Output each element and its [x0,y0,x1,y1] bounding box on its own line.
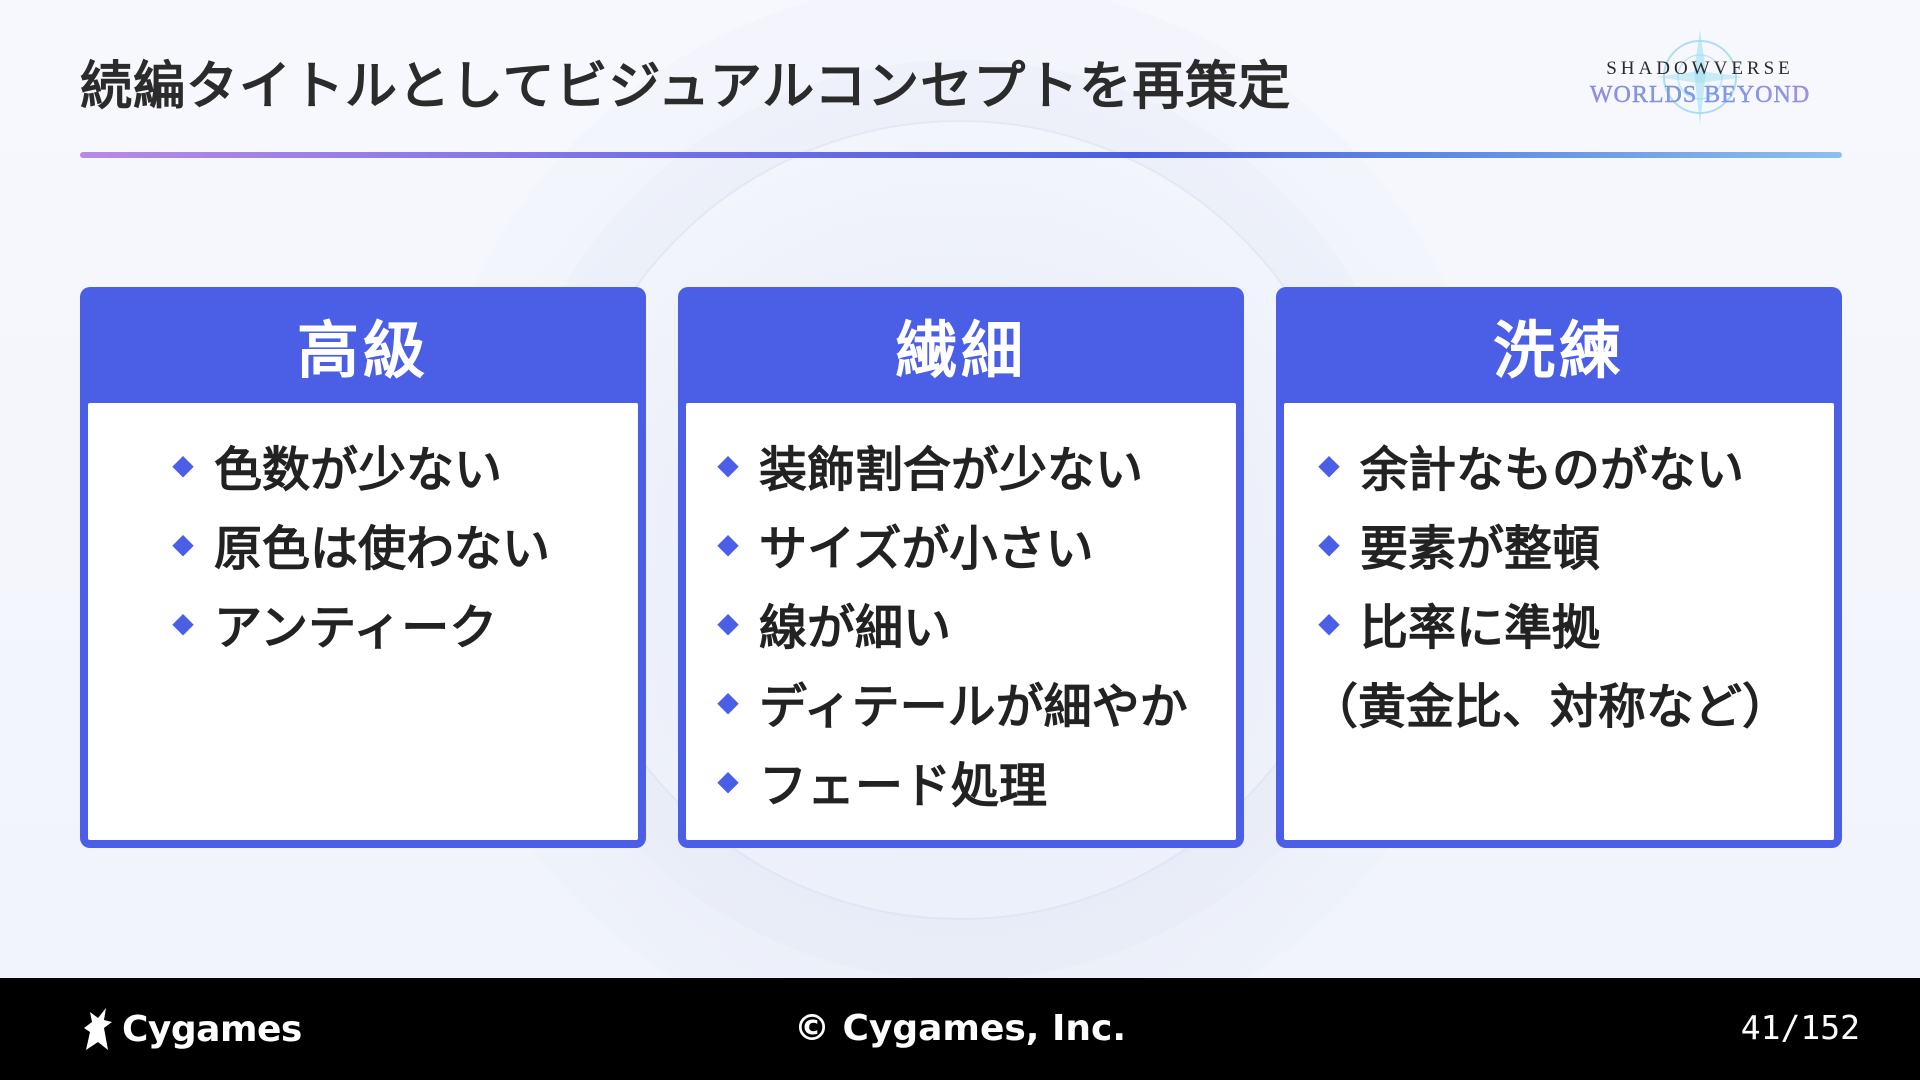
card-delicate: 繊細 ◆ 装飾割合が少ない ◆ サイズが小さい ◆ 線が細い ◆ ディテールが細… [678,287,1244,848]
list-item-text: 余計なものがない [1360,441,1745,498]
footer-bar: Cygames © Cygames, Inc. 41/152 [0,978,1920,1080]
diamond-bullet-icon: ◆ [172,606,194,639]
list-item-text: 比率に準拠 [1360,599,1601,656]
page-title: 続編タイトルとしてビジュアルコンセプトを再策定 [80,57,1292,117]
list-item: ◆ アンティーク [168,583,638,662]
diamond-bullet-icon: ◆ [717,764,739,797]
card-refined: 洗練 ◆ 余計なものがない ◆ 要素が整頓 ◆ 比率に準拠 （黄金比、対称など） [1276,287,1842,848]
list-item: ◆ ディテールが細やか [713,662,1236,741]
card-heading: 洗練 [1492,314,1625,387]
card-luxury: 高級 ◆ 色数が少ない ◆ 原色は使わない ◆ アンティーク [80,287,646,848]
diamond-bullet-icon: ◆ [1318,448,1340,481]
card-body: ◆ 余計なものがない ◆ 要素が整頓 ◆ 比率に準拠 （黄金比、対称など） [1284,403,1834,840]
card-body: ◆ 装飾割合が少ない ◆ サイズが小さい ◆ 線が細い ◆ ディテールが細やか … [686,403,1236,840]
cygames-mark-icon [84,1008,112,1050]
card-heading: 繊細 [894,314,1027,387]
list-item: ◆ 装飾割合が少ない [713,425,1236,504]
list-item: ◆ 色数が少ない [168,425,638,504]
page-number: 41/152 [1740,1008,1860,1047]
list-item-text: 線が細い [759,599,952,656]
slide: 続編タイトルとしてビジュアルコンセプトを再策定 SHADOWVERSE WORL… [0,0,1920,978]
card-heading: 高級 [296,314,429,387]
title-divider [80,152,1842,158]
brand-name: Cygames [122,1008,302,1050]
list-item: ◆ 要素が整頓 [1314,504,1834,583]
list-item-text: 色数が少ない [214,441,503,498]
list-note: （黄金比、対称など） [1310,678,1791,735]
diamond-bullet-icon: ◆ [172,448,194,481]
diamond-bullet-icon: ◆ [1318,606,1340,639]
list-item-text: アンティーク [214,599,498,656]
logo-line1: SHADOWVERSE [1606,58,1794,79]
list-item-text: サイズが小さい [759,520,1094,577]
card-body: ◆ 色数が少ない ◆ 原色は使わない ◆ アンティーク [88,403,638,840]
cygames-logo: Cygames [80,1006,302,1052]
list-item-text: ディテールが細やか [759,678,1188,735]
diamond-bullet-icon: ◆ [717,527,739,560]
list-item: ◆ サイズが小さい [713,504,1236,583]
list-item-text: 要素が整頓 [1360,520,1601,577]
list-item-text: フェード処理 [759,757,1048,814]
shadowverse-logo: SHADOWVERSE WORLDS BEYOND [1560,22,1840,132]
list-item: ◆ フェード処理 [713,741,1236,820]
diamond-bullet-icon: ◆ [717,606,739,639]
list-item: ◆ 原色は使わない [168,504,638,583]
list-item: ◆ 線が細い [713,583,1236,662]
list-item: ◆ 余計なものがない [1314,425,1834,504]
diamond-bullet-icon: ◆ [1318,527,1340,560]
logo-line2: WORLDS BEYOND [1590,82,1810,108]
diamond-bullet-icon: ◆ [717,685,739,718]
list-item: ◆ 比率に準拠 [1314,583,1834,662]
diamond-bullet-icon: ◆ [717,448,739,481]
list-item-text: 装飾割合が少ない [759,441,1144,498]
list-item-text: 原色は使わない [214,520,551,577]
copyright-text: © Cygames, Inc. [793,1008,1127,1049]
diamond-bullet-icon: ◆ [172,527,194,560]
